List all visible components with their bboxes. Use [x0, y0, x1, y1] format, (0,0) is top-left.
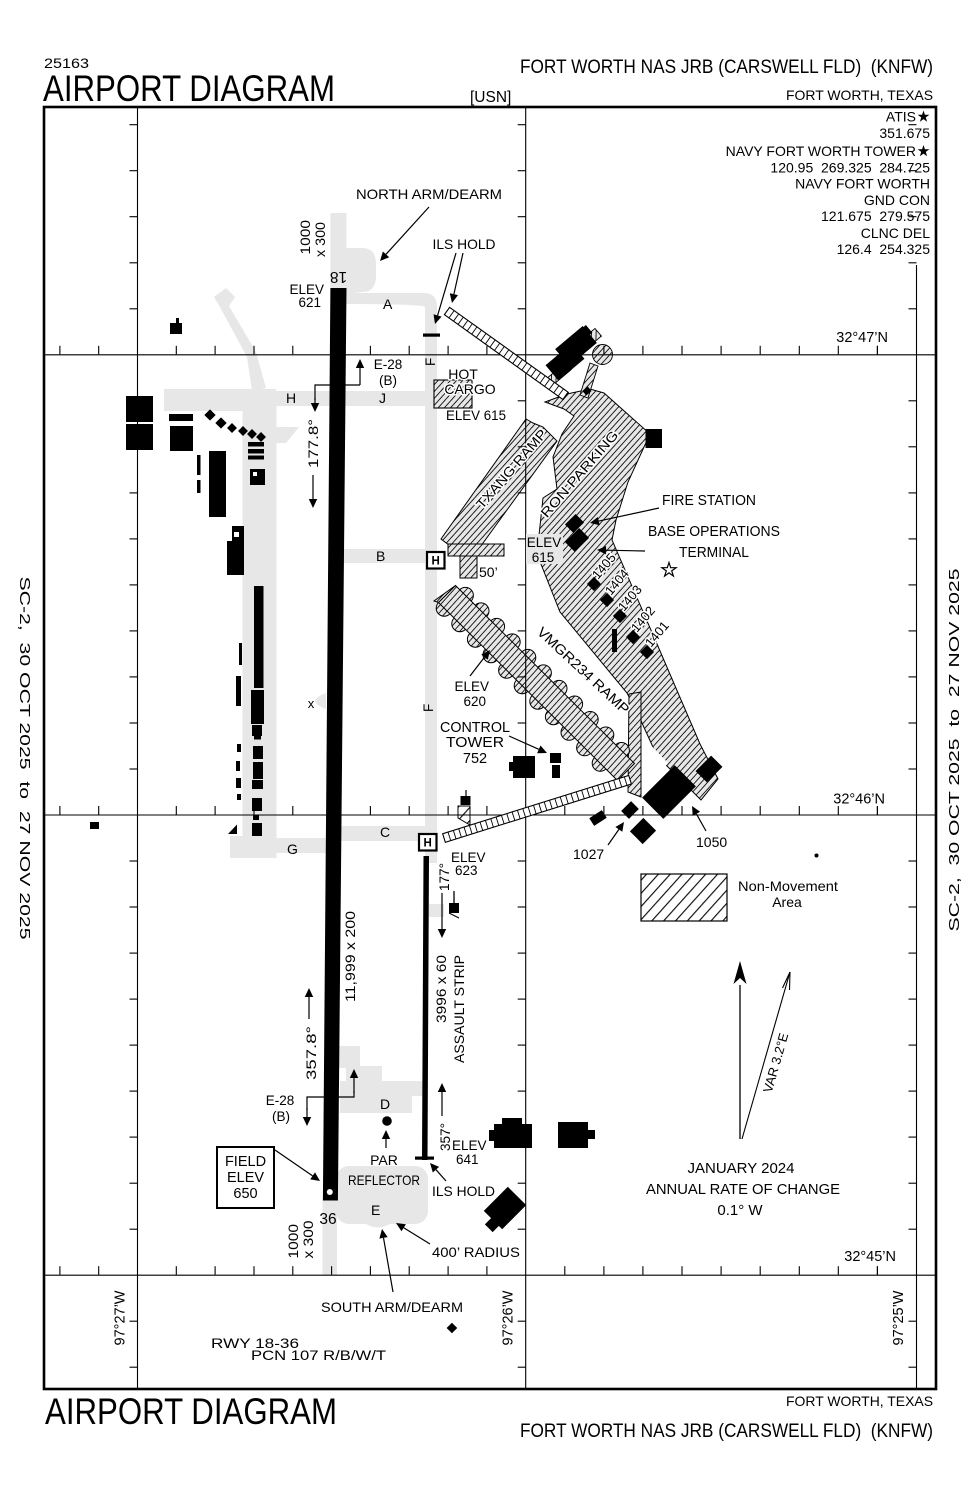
svg-text:x 300: x 300 [313, 222, 328, 257]
svg-text:E-28: E-28 [266, 1093, 295, 1108]
svg-text:(B): (B) [379, 373, 397, 388]
svg-text:ELEV: ELEV [227, 1170, 264, 1186]
svg-text:ELEV: ELEV [452, 1138, 487, 1153]
svg-text:177°: 177° [437, 863, 452, 891]
svg-text:E: E [371, 1202, 380, 1218]
svg-text:REFLECTOR: REFLECTOR [348, 1172, 420, 1188]
svg-text:11,999 x 200: 11,999 x 200 [342, 911, 358, 1002]
svg-text:AIRPORT DIAGRAM: AIRPORT DIAGRAM [45, 1391, 337, 1432]
svg-text:36: 36 [319, 1211, 336, 1228]
svg-text:50’: 50’ [479, 564, 498, 580]
svg-text:1000: 1000 [286, 1224, 301, 1259]
svg-text:1027: 1027 [573, 846, 604, 862]
svg-text:120.95 269.325 284.725: 120.95 269.325 284.725 [770, 160, 930, 176]
svg-text:PAR: PAR [370, 1152, 398, 1168]
svg-text:FORT WORTH, TEXAS: FORT WORTH, TEXAS [786, 87, 933, 103]
svg-text:18: 18 [330, 268, 347, 285]
svg-text:32°45’N: 32°45’N [844, 1249, 896, 1265]
svg-text:400’ RADIUS: 400’ RADIUS [432, 1244, 520, 1260]
svg-text:SC-2, 30 OCT 2025 to 27 NOV: SC-2, 30 OCT 2025 to 27 NOV 2025 [16, 577, 33, 940]
svg-text:D: D [380, 1096, 390, 1112]
svg-text:752: 752 [463, 751, 487, 767]
svg-text:PCN 107 R/B/W/T: PCN 107 R/B/W/T [251, 1347, 387, 1363]
svg-text:ELEV: ELEV [527, 535, 562, 550]
svg-text:CARGO: CARGO [444, 381, 495, 397]
svg-text:ASSAULT STRIP: ASSAULT STRIP [452, 955, 467, 1063]
svg-text:SOUTH ARM/DEARM: SOUTH ARM/DEARM [321, 1299, 463, 1315]
svg-text:E-28: E-28 [374, 357, 403, 372]
svg-text:ELEV 615: ELEV 615 [446, 408, 506, 423]
svg-text:Area: Area [772, 894, 802, 910]
svg-text:TOWER: TOWER [446, 735, 504, 751]
svg-text:NAVY FORT WORTH TOWER: NAVY FORT WORTH TOWER [726, 143, 916, 159]
svg-text:621: 621 [298, 295, 321, 310]
svg-text:ELEV: ELEV [451, 850, 486, 865]
svg-text:ILS HOLD: ILS HOLD [433, 236, 496, 252]
svg-text:NORTH ARM/DEARM: NORTH ARM/DEARM [356, 186, 502, 202]
svg-text:357°: 357° [438, 1123, 453, 1151]
svg-text:CLNC DEL: CLNC DEL [861, 225, 930, 241]
svg-text:RWY 18-36: RWY 18-36 [211, 1335, 299, 1351]
svg-text:F: F [421, 704, 436, 712]
svg-text:641: 641 [456, 1152, 479, 1167]
svg-text:32°46’N: 32°46’N [833, 792, 885, 808]
svg-text:FORT WORTH NAS JRB (CARSWELL F: FORT WORTH NAS JRB (CARSWELL FLD) (KNFW) [520, 57, 933, 78]
svg-text:615: 615 [532, 550, 555, 565]
svg-text:ANNUAL RATE OF CHANGE: ANNUAL RATE OF CHANGE [646, 1181, 840, 1198]
svg-text:[USN]: [USN] [470, 89, 511, 106]
svg-text:J: J [379, 390, 386, 406]
svg-text:BASE OPERATIONS: BASE OPERATIONS [648, 524, 780, 540]
svg-text:F: F [423, 358, 438, 366]
svg-text:97°27’W: 97°27’W [113, 1290, 129, 1345]
svg-text:x: x [308, 696, 315, 711]
svg-text:3996 x 60: 3996 x 60 [434, 955, 449, 1023]
svg-text:357.8°: 357.8° [303, 1026, 319, 1080]
svg-text:ELEV: ELEV [289, 282, 324, 297]
svg-text:623: 623 [455, 863, 478, 878]
svg-text:NAVY FORT WORTH: NAVY FORT WORTH [795, 176, 930, 192]
svg-text:H: H [286, 390, 296, 406]
svg-text:97°26’W: 97°26’W [501, 1290, 517, 1345]
svg-text:H: H [424, 838, 432, 850]
svg-text:Non-Movement: Non-Movement [738, 878, 838, 894]
svg-text:97°25’W: 97°25’W [891, 1290, 907, 1345]
svg-text:351.675: 351.675 [879, 125, 930, 141]
svg-text:ILS HOLD: ILS HOLD [432, 1183, 495, 1199]
svg-text:CONTROL: CONTROL [440, 720, 510, 736]
svg-text:FORT WORTH, TEXAS: FORT WORTH, TEXAS [786, 1393, 933, 1409]
svg-text:ATIS: ATIS [886, 109, 916, 125]
svg-text:0.1° W: 0.1° W [717, 1202, 763, 1219]
svg-text:G: G [287, 841, 298, 857]
svg-text:ELEV: ELEV [454, 679, 489, 694]
svg-text:A: A [383, 296, 393, 312]
svg-text:25163: 25163 [44, 56, 89, 71]
svg-text:126.4 254.325: 126.4 254.325 [837, 241, 931, 257]
svg-text:121.675 279.575: 121.675 279.575 [821, 208, 930, 224]
svg-text:C: C [380, 824, 390, 840]
svg-text:1000: 1000 [298, 220, 313, 255]
svg-text:32°47’N: 32°47’N [836, 330, 888, 346]
svg-text:TERMINAL: TERMINAL [679, 545, 749, 561]
svg-text:HOT: HOT [448, 366, 478, 382]
svg-text:x 300: x 300 [301, 1221, 316, 1259]
svg-text:FIRE STATION: FIRE STATION [662, 493, 756, 509]
svg-text:FORT WORTH NAS JRB (CARSWELL F: FORT WORTH NAS JRB (CARSWELL FLD) (KNFW) [520, 1421, 933, 1442]
svg-text:B: B [376, 548, 385, 564]
svg-text:(B): (B) [272, 1109, 290, 1124]
svg-text:620: 620 [463, 694, 486, 709]
svg-text:650: 650 [233, 1186, 257, 1202]
svg-text:AIRPORT DIAGRAM: AIRPORT DIAGRAM [43, 68, 335, 109]
svg-text:GND CON: GND CON [864, 192, 930, 208]
svg-text:FIELD: FIELD [225, 1154, 266, 1170]
svg-text:H: H [432, 556, 440, 568]
svg-text:SC-2, 30 OCT 2025 to 27 NOV: SC-2, 30 OCT 2025 to 27 NOV 2025 [946, 569, 963, 932]
svg-text:177.8°: 177.8° [305, 419, 321, 468]
svg-text:1050: 1050 [696, 834, 727, 850]
svg-text:JANUARY 2024: JANUARY 2024 [688, 1160, 795, 1177]
